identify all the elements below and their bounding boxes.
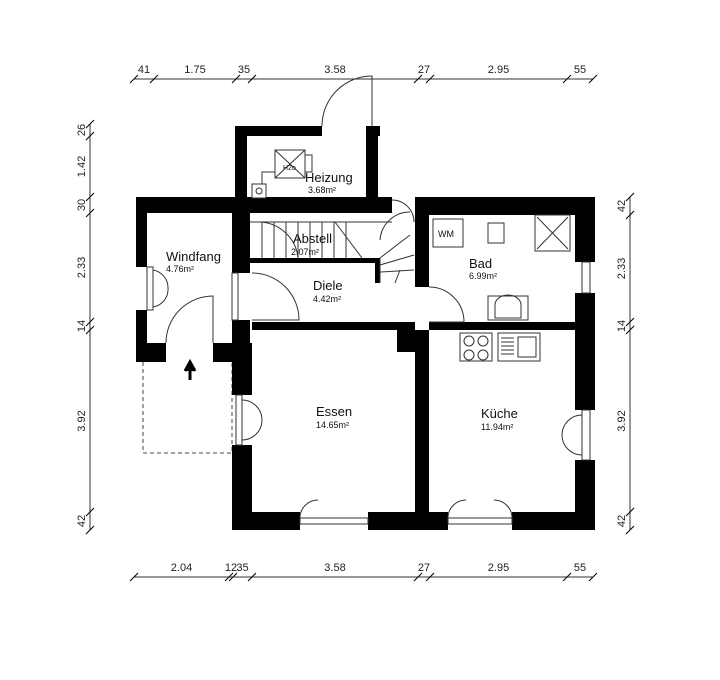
dimension-label-right: 2.33 — [616, 258, 628, 279]
window — [299, 517, 369, 525]
window — [581, 409, 591, 461]
dimension-label-bottom: 35 — [236, 562, 248, 574]
window — [146, 266, 154, 311]
boiler — [274, 149, 306, 179]
dimension-label-bottom: 3.58 — [324, 562, 345, 574]
window — [235, 394, 243, 446]
dimension-label-top: 2.95 — [488, 64, 509, 76]
sink — [497, 332, 541, 362]
entrance-landing — [142, 362, 233, 454]
dimension-label-right: 42 — [616, 515, 628, 527]
room-name-bad: Bad — [469, 256, 492, 271]
dimension-label-top: 1.75 — [184, 64, 205, 76]
washing-machine — [432, 218, 464, 248]
washbasin — [487, 295, 529, 321]
dimension-label-left: 1.42 — [76, 156, 88, 177]
toilet — [487, 222, 505, 244]
room-name-essen: Essen — [316, 404, 352, 419]
door-entrance[interactable] — [165, 295, 214, 344]
room-area-diele: 4.42m² — [313, 294, 341, 304]
dimension-label-bottom: 55 — [574, 562, 586, 574]
dimension-label-top: 27 — [418, 64, 430, 76]
dimension-label-right: 42 — [616, 200, 628, 212]
dimension-label-left: 14 — [76, 320, 88, 332]
dimension-label-bottom: 12 — [225, 562, 237, 574]
door-diele[interactable] — [251, 272, 300, 321]
washer-label: WM — [438, 229, 454, 239]
stove — [459, 332, 493, 362]
dimension-label-bottom: 27 — [418, 562, 430, 574]
staircase — [250, 211, 415, 284]
room-area-windfang: 4.76m² — [166, 264, 194, 274]
dimension-label-top: 41 — [138, 64, 150, 76]
room-area-heizung: 3.68m² — [308, 185, 336, 195]
window — [447, 517, 513, 525]
dimension-label-left: 2.33 — [76, 257, 88, 278]
boiler-label: H2o — [283, 165, 296, 172]
room-name-windfang: Windfang — [166, 249, 221, 264]
dimension-label-top: 35 — [238, 64, 250, 76]
dimension-label-left: 42 — [76, 515, 88, 527]
door-heizung[interactable] — [321, 75, 373, 127]
dimension-label-right: 14 — [616, 320, 628, 332]
dimension-label-top: 3.58 — [324, 64, 345, 76]
dimension-label-bottom: 2.95 — [488, 562, 509, 574]
room-area-essen: 14.65m² — [316, 420, 349, 430]
room-area-abstell: 2.07m² — [291, 247, 319, 257]
door-abstell[interactable] — [257, 221, 299, 259]
room-name-kueche: Küche — [481, 406, 518, 421]
walls — [136, 126, 595, 530]
entrance-arrow-icon — [183, 358, 197, 380]
room-name-abstell: Abstell — [293, 231, 332, 246]
dimension-label-left: 30 — [76, 199, 88, 211]
window — [581, 261, 591, 294]
dimension-label-left: 26 — [76, 124, 88, 136]
dimension-label-top: 55 — [574, 64, 586, 76]
door-stair[interactable] — [391, 199, 415, 223]
dimension-label-bottom: 2.04 — [171, 562, 192, 574]
dimension-label-right: 3.92 — [616, 410, 628, 431]
shower — [534, 214, 571, 252]
room-area-kueche: 11.94m² — [481, 422, 513, 432]
room-area-bad: 6.99m² — [469, 271, 497, 281]
window — [231, 272, 239, 321]
door-bad[interactable] — [428, 286, 465, 323]
room-name-diele: Diele — [313, 278, 343, 293]
dimension-label-left: 3.92 — [76, 410, 88, 431]
room-name-heizung: Heizung — [305, 170, 353, 185]
